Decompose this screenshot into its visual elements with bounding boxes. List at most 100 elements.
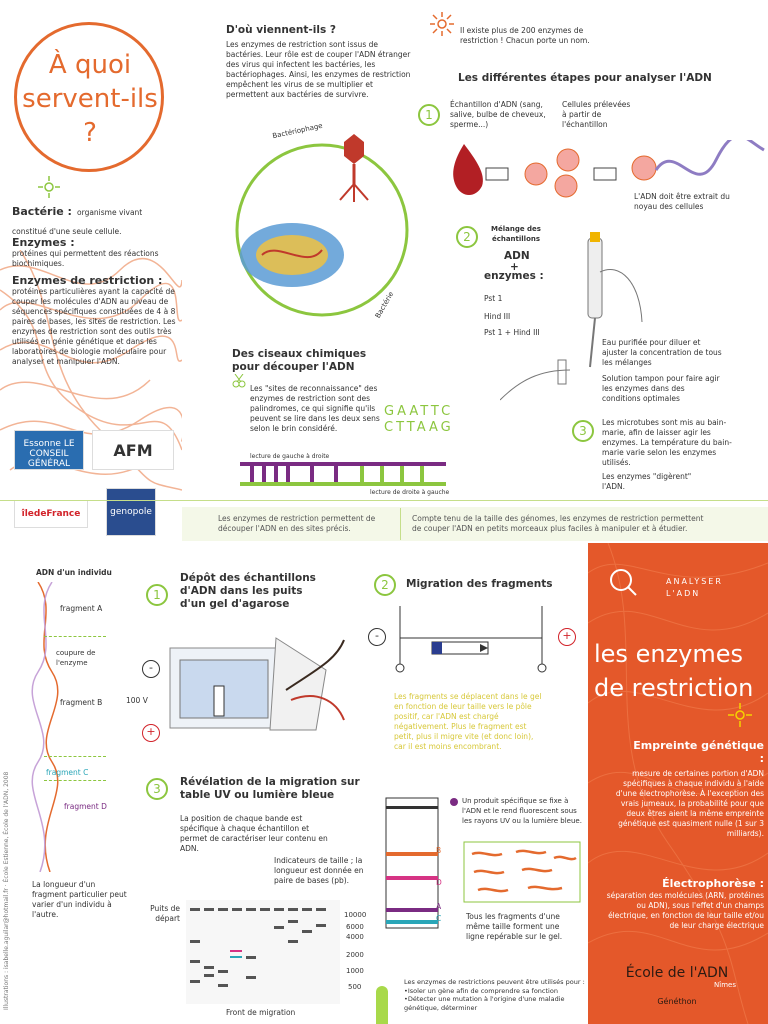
- cut-line: [44, 780, 106, 781]
- def-text: organisme vivant constitué d'une seule c…: [12, 208, 143, 236]
- step2-buffer: Solution tampon pour faire agir les enzy…: [602, 374, 720, 403]
- band-left-text: Les enzymes de restriction permettent de…: [218, 514, 376, 533]
- gel-step-2-number: 2: [374, 574, 396, 596]
- bacteria-icon: [38, 176, 60, 198]
- panel-kicker-2: L'ADN: [666, 589, 701, 598]
- scissors-title: Des ciseaux chimiques pour découper l'AD…: [232, 348, 367, 373]
- scissors-text: Les "sites de reconnaissance" des enzyme…: [250, 384, 380, 433]
- gel1-plus: +: [142, 724, 160, 742]
- page-title: À quoi servent-ils ?: [22, 50, 158, 148]
- size-6000: 6000: [346, 923, 364, 931]
- logo-essonne: Essonne LE CONSEIL GÉNÉRAL: [14, 430, 84, 470]
- read-left-right: lecture de gauche à droite: [250, 453, 330, 460]
- def-term: Enzymes :: [12, 236, 75, 249]
- band-divider: [400, 508, 401, 540]
- gel3-front: Front de migration: [226, 1008, 296, 1017]
- enzyme-pst: Pst 1: [484, 294, 503, 303]
- panel-kicker-1: ANALYSER: [666, 577, 723, 586]
- magnifier-icon: [610, 569, 637, 596]
- gel3-text: La position de chaque bande est spécifiq…: [180, 814, 328, 853]
- cut-label: coupure de l'enzyme: [56, 649, 96, 667]
- gel1-title: Dépôt des échantillons d'ADN dans les pu…: [180, 572, 316, 610]
- panel-title: les enzymes de restriction: [594, 640, 754, 702]
- enzyme-both: Pst 1 + Hind III: [484, 328, 540, 337]
- step1-sample-text: Échantillon d'ADN (sang, salive, bulbe d…: [450, 100, 546, 129]
- size-2000: 2000: [346, 951, 364, 959]
- def-text: protéines particulières ayant la capacit…: [12, 287, 176, 366]
- green-marker: [376, 986, 388, 1024]
- step2-plus: +: [510, 261, 519, 273]
- gel3-same: Tous les fragments d'une même taille for…: [466, 912, 563, 941]
- fluorescent-dot: [450, 798, 458, 806]
- logo-iledefrance: îledeFrance: [14, 500, 88, 528]
- step2-water: Eau purifiée pour diluer et ajuster la c…: [602, 338, 722, 367]
- fact-text: Il existe plus de 200 enzymes de restric…: [460, 26, 590, 45]
- dna-ladder-illustration: [240, 462, 446, 486]
- gel3-product: Un produit spécifique se fixe à l'ADN et…: [462, 797, 582, 825]
- sequence-bottom: CTTAAG: [384, 420, 454, 435]
- step-1-number: 1: [418, 104, 440, 126]
- step3-text: Les microtubes sont mis au bain-marie, a…: [602, 418, 732, 467]
- logo-afm: AFM: [92, 430, 174, 470]
- band-right-text: Compte tenu de la taille des génomes, le…: [412, 514, 704, 533]
- step-2-number: 2: [456, 226, 478, 248]
- electro-text: séparation des molécules (ARN, protéines…: [606, 891, 764, 930]
- dna-strand-illustration: [31, 582, 59, 872]
- fragment-b: fragment B: [60, 698, 103, 707]
- gel3-footer: Les enzymes de restrictions peuvent être…: [404, 978, 585, 1012]
- gel2-plus: +: [558, 628, 576, 646]
- cover-panel: ANALYSER L'ADN les enzymes de restrictio…: [588, 543, 768, 1024]
- pipette-illustration: [587, 232, 643, 368]
- gel2-minus: -: [368, 628, 386, 646]
- fragments-illustration: [463, 841, 581, 903]
- panel-texture: [588, 543, 768, 1024]
- gel-result-illustration: [186, 900, 340, 1004]
- band-label-a: A: [436, 902, 442, 911]
- dna-note: La longueur d'un fragment particulier pe…: [32, 880, 127, 919]
- gel-box-illustration: [169, 637, 345, 731]
- title-circle: [14, 22, 164, 172]
- bacteria-circle-illustration: [235, 134, 409, 317]
- step1-extract-text: L'ADN doit être extrait du noyau des cel…: [634, 192, 730, 211]
- sample-to-dna-illustration: [453, 140, 765, 198]
- cut-line: [44, 756, 106, 757]
- bacteria-icon: [728, 703, 752, 727]
- step2-adn: ADN: [504, 250, 530, 262]
- gel2-title: Migration des fragments: [406, 578, 553, 590]
- logo-line-3: Généthon: [657, 997, 697, 1006]
- ecole-adn-logo: École de l'ADN Nîmes Généthon: [618, 965, 736, 1023]
- logo-genopole: genopole: [106, 488, 156, 536]
- electro-term: Électrophorèse :: [662, 877, 764, 890]
- def-text: protéines qui permettent des réactions b…: [12, 249, 159, 268]
- step2-enzymes: enzymes :: [484, 270, 544, 282]
- gel3-title: Révélation de la migration sur table UV …: [180, 776, 360, 801]
- logo-line-2: Nîmes: [714, 981, 736, 989]
- fragment-c: fragment C: [46, 768, 89, 777]
- empreinte-text: mesure de certaines portion d'ADN spécif…: [615, 769, 764, 838]
- gel-lane-illustration: [385, 797, 439, 929]
- gel-step-1-number: 1: [146, 584, 168, 606]
- def-term: Enzymes de restriction :: [12, 274, 163, 287]
- gel1-volt: 100 V: [126, 696, 148, 705]
- band-label-b: B: [436, 846, 442, 855]
- fragment-d: fragment D: [64, 802, 107, 811]
- step2-mix-title: Mélange des échantillons: [491, 225, 541, 243]
- cut-line: [44, 636, 106, 637]
- summary-band: [182, 507, 768, 541]
- band-label-d: D: [436, 878, 442, 887]
- read-right-left: lecture de droite à gauche: [370, 489, 450, 496]
- origin-text: Les enzymes de restriction sont issus de…: [226, 40, 411, 99]
- gel-step-3-number: 3: [146, 778, 168, 800]
- dna-title: ADN d'un individu: [36, 568, 112, 577]
- sequence-top: GAATTC: [384, 404, 454, 419]
- size-1000: 1000: [346, 967, 364, 975]
- decorative-squiggles: [0, 250, 182, 491]
- size-500: 500: [348, 983, 362, 991]
- definition-bacterie: Bactérie : organisme vivant constitué d'…: [12, 200, 172, 238]
- def-term: Bactérie :: [12, 205, 72, 218]
- fragment-a: fragment A: [60, 604, 103, 613]
- step3-digest: Les enzymes "digèrent" l'ADN.: [602, 472, 692, 491]
- step-3-number: 3: [572, 420, 594, 442]
- empreinte-term: Empreinte génétique :: [633, 739, 764, 765]
- migration-tank-illustration: [395, 606, 547, 673]
